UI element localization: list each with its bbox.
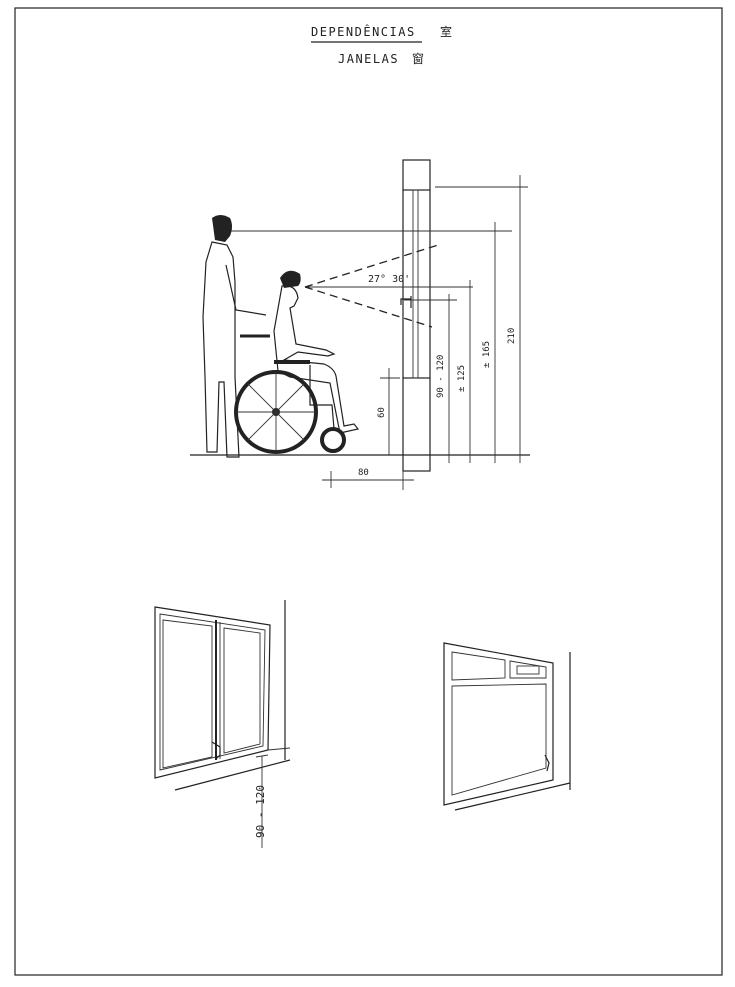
dim-sill-height: 60 xyxy=(377,407,387,418)
window-glass xyxy=(412,189,419,379)
standing-person-figure xyxy=(202,215,270,458)
wall-sill xyxy=(402,377,431,472)
subtitle: JANELAS xyxy=(338,52,399,66)
title: DEPENDÊNCIAS xyxy=(311,24,416,39)
perspective-window-tilt xyxy=(443,642,571,811)
window-handle xyxy=(400,296,412,308)
lower-sight-line xyxy=(304,286,433,328)
header: DEPENDÊNCIAS 室 JANELAS 窗 xyxy=(311,24,452,66)
subtitle-symbol: 窗 xyxy=(412,52,424,66)
wheelchair-user-figure xyxy=(234,270,360,454)
dim-seated-eye: ± 125 xyxy=(457,365,467,392)
upper-sight-line xyxy=(304,244,439,288)
dim-window-top: 210 xyxy=(507,328,517,344)
dim-clearance: 80 xyxy=(358,468,369,478)
perspective-window-casement: 90 - 120 xyxy=(154,600,291,848)
wall-lintel xyxy=(402,159,431,191)
window-handle xyxy=(211,741,221,760)
dim-standing-eye: ± 165 xyxy=(482,341,492,368)
title-symbol: 室 xyxy=(440,24,452,39)
dim-handle-height: 90 - 120 xyxy=(436,355,446,398)
page-frame xyxy=(14,7,723,976)
view-angle-label: 27° 30' xyxy=(368,274,410,285)
dim-handle-height-perspective: 90 - 120 xyxy=(254,785,267,838)
section-drawing: 90 - 120 ± 125 ± 165 210 27° 30' 60 80 xyxy=(190,159,530,490)
window-handle xyxy=(544,754,550,772)
wheelchair-caster xyxy=(320,427,346,453)
